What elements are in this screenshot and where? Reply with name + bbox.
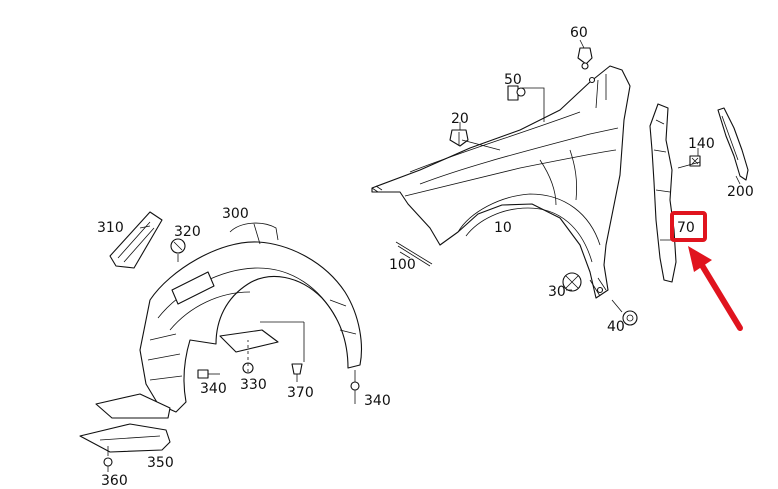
bolt-20 [449, 129, 469, 147]
label-350: 350 [147, 455, 174, 471]
label-300: 300 [222, 206, 249, 222]
screw-340-lower [350, 381, 360, 404]
label-100: 100 [389, 257, 416, 273]
label-200: 200 [727, 184, 754, 200]
clip-30 [562, 272, 582, 292]
clip-100 [395, 241, 433, 267]
screw-340-upper [197, 369, 209, 379]
clip-60 [577, 47, 593, 70]
highlight-box [670, 211, 707, 242]
label-310: 310 [97, 220, 124, 236]
label-70: 70 [677, 220, 695, 236]
screw-360 [103, 457, 113, 472]
label-340-upper: 340 [200, 381, 227, 397]
seal [717, 107, 749, 181]
label-30: 30 [548, 284, 566, 300]
trim-strip [649, 103, 677, 283]
fender [371, 65, 631, 299]
label-370: 370 [287, 385, 314, 401]
highlight-arrow [697, 259, 743, 331]
label-320: 320 [174, 224, 201, 240]
highlight-annotation [670, 211, 743, 331]
label-340-lower: 340 [364, 393, 391, 409]
nut-40 [622, 310, 638, 326]
label-360: 360 [101, 473, 128, 489]
clip-320 [170, 238, 186, 254]
label-140: 140 [688, 136, 715, 152]
highlight-arrow-head [688, 246, 712, 272]
label-10: 10 [494, 220, 512, 236]
lower-panel [79, 393, 171, 453]
leader-lines [107, 39, 741, 456]
wheel-arch-liner [139, 222, 362, 413]
label-330: 330 [240, 377, 267, 393]
bolt-50 [507, 85, 526, 101]
label-60: 60 [570, 25, 588, 41]
label-40: 40 [607, 319, 625, 335]
label-50: 50 [504, 72, 522, 88]
screw-370 [291, 363, 303, 382]
label-20: 20 [451, 111, 469, 127]
callout-labels: 10 20 30 40 50 60 70 100 140 200 300 310… [97, 25, 754, 489]
